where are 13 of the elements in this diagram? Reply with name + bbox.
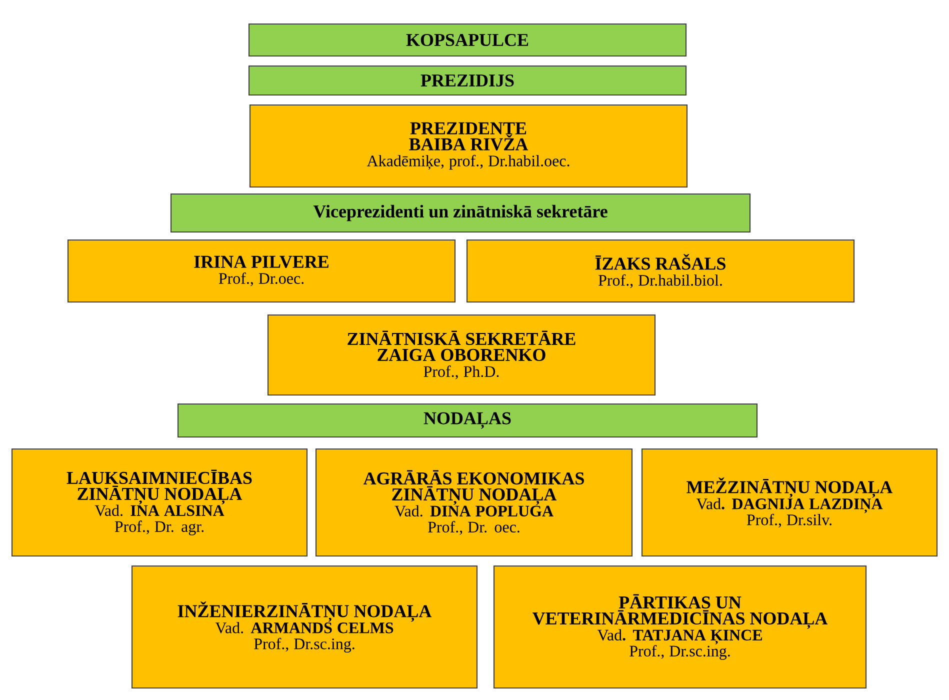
position-box: INŽENIERZINĀTŅU NODAĻA Vad. ARMANDS CELMS Prof., Dr.sc.ing. <box>131 565 478 689</box>
position-box: LAUKSAIMNIECĪBAS ZINĀTŅU NODAĻA Vad. INA ALSINA Prof., Dr. agr. <box>11 448 308 557</box>
position-box: PĀRTIKAS UN VETERINĀRMEDICĪNAS NODAĻA Vad. TATJANA ĶINCE Prof., Dr.sc.ing. <box>493 565 867 689</box>
position-box: MEŽZINĀTŅU NODAĻA Vad. DAGNIJA LAZDIŅA Prof., Dr.silv. <box>641 448 938 557</box>
level-banner: PREZIDIJS <box>248 65 687 96</box>
level-banner: Viceprezidenti un zinātniskā sekretāre <box>170 193 751 233</box>
position-box: AGRĀRĀS EKONOMIKAS ZINĀTŅU NODAĻA Vad. DINA POPLUGA Prof., Dr. oec. <box>315 448 633 557</box>
position-box: IRINA PILVERE Prof., Dr.oec. <box>67 239 456 303</box>
level-banner: KOPSAPULCE <box>248 23 687 57</box>
position-box: PREZIDENTE BAIBA RIVŽA Akadēmiķe, prof., Dr.habil.oec. <box>249 104 688 188</box>
level-banner: NODAĻAS <box>177 403 758 438</box>
position-box: ZINĀTNISKĀ SEKRETĀRE ZAIGA OBORENKO Prof., Ph.D. <box>267 314 656 396</box>
position-box: ĪZAKS RAŠALS Prof., Dr.habil.biol. <box>466 239 855 303</box>
